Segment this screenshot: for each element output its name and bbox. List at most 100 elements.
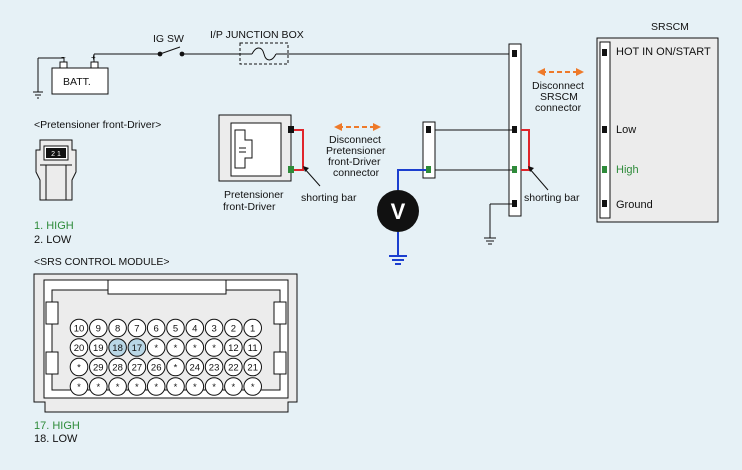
pin-circle: [89, 357, 108, 377]
pin-circle: [69, 338, 89, 357]
srs-pin18: 18. LOW: [34, 433, 78, 445]
pin-label: 22: [228, 363, 239, 374]
pin-circle: [204, 357, 224, 377]
srscm-hot-label: HOT IN ON/START: [616, 46, 711, 58]
pin-circle: [89, 318, 108, 338]
disconnect-srscm-text-2: SRSCM: [540, 91, 578, 103]
pin-circle: [243, 357, 262, 377]
pin-label: 20: [74, 343, 85, 354]
pin-circle: [185, 338, 205, 357]
pin-circle: [69, 357, 89, 377]
srscm-low-label: Low: [616, 124, 636, 136]
voltmeter-symbol: V: [391, 199, 406, 224]
srscm-connector-strip: [484, 43, 530, 245]
pin-circle: [243, 338, 262, 357]
pin-label: 12: [228, 343, 239, 354]
pin-label: *: [154, 382, 158, 393]
pin-circle: [69, 377, 89, 396]
srscm-ground-label: Ground: [616, 199, 653, 211]
voltmeter-icon: [377, 190, 419, 232]
pin-circle: [108, 338, 127, 357]
pin-circle: [108, 318, 127, 338]
disconnect-pretensioner-arrow: [334, 123, 381, 131]
junction-box-label: I/P JUNCTION BOX: [210, 29, 304, 41]
pin-label: 23: [209, 363, 220, 374]
pin-label: *: [212, 343, 216, 354]
disconnect-pret-text-3: front-Driver: [328, 156, 381, 168]
pin-circle: [146, 377, 166, 396]
pin-label: 24: [190, 363, 201, 374]
pin-label: *: [212, 382, 216, 393]
pin-label: *: [77, 363, 81, 374]
pretensioner-connector-icon: 2 1: [35, 139, 77, 201]
ignition-switch: IG SW: [153, 33, 240, 57]
pin-circle: [166, 338, 185, 357]
disconnect-pret-text-1: Disconnect: [329, 134, 381, 146]
pin-circle: [185, 357, 205, 377]
pin-label: *: [174, 363, 178, 374]
pretensioner-pin2: 2. LOW: [34, 234, 72, 246]
pin-label: 21: [247, 363, 258, 374]
pin-circle: [204, 318, 224, 338]
pin-circle: [185, 318, 205, 338]
pin-circle: [204, 338, 224, 357]
pin-circle: [204, 377, 224, 396]
pin-circle: [146, 338, 166, 357]
pin-circle: [166, 357, 185, 377]
pin-circle: [127, 357, 147, 377]
disconnect-srscm-text-3: connector: [535, 102, 582, 114]
pin-label: 4: [192, 324, 197, 335]
pin-label: 7: [134, 324, 139, 335]
pin-label: 29: [93, 363, 104, 374]
shorting-bar-right-label: shorting bar: [524, 192, 580, 204]
srscm-title: SRSCM: [651, 21, 689, 33]
pin-label: 11: [248, 343, 258, 354]
pretensioner-pin1: 1. HIGH: [34, 220, 74, 232]
pin-label: 19: [93, 343, 104, 354]
voltmeter: V: [377, 190, 419, 265]
pin-label: *: [193, 382, 197, 393]
srscm-unit: SRSCM HOT IN ON/START Low High Ground: [596, 21, 719, 223]
shorting-bar-left-label: shorting bar: [301, 192, 357, 204]
pin-label: *: [96, 382, 100, 393]
pin-label: *: [154, 343, 158, 354]
pin-circle: [224, 318, 243, 338]
pin-label: *: [174, 382, 178, 393]
disconnect-srscm-text-1: Disconnect: [532, 80, 584, 92]
pin-label: *: [116, 382, 120, 393]
srscm-high-label: High: [616, 164, 639, 176]
pin-circle: [127, 338, 147, 357]
pretensioner-label-2: front-Driver: [223, 201, 276, 213]
pin-label: *: [251, 382, 255, 393]
pin-label: 17: [132, 343, 143, 354]
pin-label: *: [193, 343, 197, 354]
pin-label: 28: [112, 363, 123, 374]
pin-label: *: [174, 343, 178, 354]
disconnect-pret-text-2: Pretensioner: [326, 145, 386, 157]
battery-circuit: BATT. − +: [33, 53, 158, 99]
srs-module-header: <SRS CONTROL MODULE>: [34, 256, 170, 268]
svg-text:−: −: [61, 53, 66, 62]
pin-circle: [127, 318, 147, 338]
pin-circle: [166, 377, 185, 396]
pin-label: 3: [211, 324, 216, 335]
pin-circle: [185, 377, 205, 396]
pin-circle: [69, 318, 89, 338]
pin-circle: [146, 357, 166, 377]
pin-circle: [243, 318, 262, 338]
ig-sw-label: IG SW: [153, 33, 184, 45]
pin-circle: [127, 377, 147, 396]
pin-circle: [224, 377, 243, 396]
pin-label: *: [135, 382, 139, 393]
pin-label: 5: [173, 324, 178, 335]
pin-circle: [89, 377, 108, 396]
pin-circle: [108, 377, 127, 396]
pin-circle: [224, 357, 243, 377]
pin-circle: [243, 377, 262, 396]
disconnect-srscm-arrow: [537, 68, 584, 76]
pin-circle: [146, 318, 166, 338]
pretensioner-connector-pins: 2 1: [51, 151, 61, 158]
